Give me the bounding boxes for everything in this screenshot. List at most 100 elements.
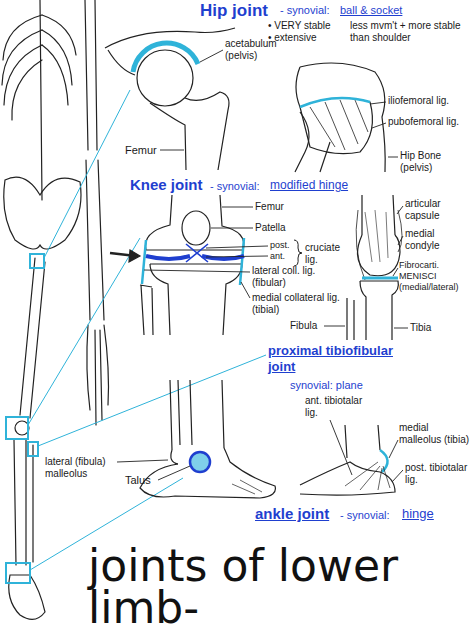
ankle-side-view (171, 450, 178, 464)
part-label: Tibia (410, 322, 431, 334)
hip-ligament-view (295, 112, 330, 172)
joint-type: - synovial: (340, 509, 390, 522)
leader-line (144, 270, 250, 272)
part-label: Hip Bone (pelvis) (400, 150, 465, 174)
part-label: cruciate lig. (305, 242, 355, 266)
leader-line (370, 102, 386, 104)
leader-line (160, 150, 184, 151)
joint-name: Hip joint (200, 1, 268, 21)
leader-line (392, 470, 403, 482)
joint-name: ankle joint (255, 505, 329, 523)
leader-line (206, 256, 268, 257)
leader-line (389, 440, 398, 458)
skeleton (2, 15, 42, 120)
joint-marker (30, 254, 44, 268)
skeleton (14, 440, 33, 565)
hip-front-view (137, 50, 193, 106)
joint-type: ball & socket (340, 4, 402, 17)
joint-type: - synovial: (280, 4, 330, 17)
leader-line (398, 236, 403, 245)
knee-front-view (150, 264, 242, 335)
guide-line (44, 90, 130, 258)
skeleton (42, 15, 76, 105)
leader-line (158, 466, 190, 480)
leader-line (117, 50, 408, 482)
knee-side-view (365, 210, 388, 262)
leader-line (206, 246, 268, 248)
part-label: ant. tibiotalar lig. (305, 395, 377, 419)
part-label: medial malleolus (tibia) (399, 422, 471, 446)
leader-line (200, 50, 223, 62)
bracket (294, 240, 302, 266)
joint-name: proximal tibiofibular joint (268, 343, 413, 374)
knee-front-view (186, 244, 208, 262)
knee-side-view (358, 235, 401, 276)
ankle-side-view (170, 380, 224, 450)
leader-line (388, 157, 398, 158)
knee-side-view (347, 298, 354, 340)
knee-side-view (362, 195, 395, 235)
ankle-medial-view (345, 425, 380, 458)
part-label: acetabulum (pelvis) (225, 38, 285, 62)
leader-line (330, 420, 352, 475)
knee-side-view (356, 210, 402, 280)
skeleton (20, 258, 45, 418)
guide-line (28, 90, 266, 570)
hip-ligament-view (300, 98, 372, 154)
knee-front-view (129, 250, 140, 262)
joint-marker (28, 442, 38, 456)
ankle-side-view (140, 448, 275, 498)
skeleton (87, 325, 109, 425)
skeleton (15, 421, 29, 435)
part-label: Fibrocarti. MENISCI (medial/lateral) (399, 260, 471, 292)
knee-side-view (360, 281, 398, 340)
knee-front-view (146, 195, 244, 250)
skeleton (4, 177, 81, 249)
knee-side-view (362, 277, 398, 280)
knee-front-view (140, 285, 153, 335)
knee-front-view (182, 211, 210, 245)
hip-front-view (105, 28, 235, 170)
leader-line (241, 282, 250, 298)
hip-ligament-view (296, 63, 385, 172)
part-label: ant. (270, 251, 285, 262)
joint-marker (6, 254, 44, 583)
hip-front-view (133, 43, 198, 72)
joint-marker (6, 417, 28, 439)
guide-line (38, 355, 266, 446)
part-label: medial condyle (405, 228, 470, 252)
part-label: lateral coll. lig. (fibular) (252, 265, 352, 289)
hip-ligament-view (300, 98, 370, 107)
part-label: Fibula (290, 320, 317, 332)
part-label: Femur (255, 201, 284, 213)
leader-line (394, 328, 408, 329)
title: joints of lower limb- (88, 545, 468, 629)
ankle-side-view (232, 480, 262, 494)
hip-ligament-view (295, 63, 385, 172)
note: less mvm't + more stable than shoulder (350, 20, 470, 44)
leader-line (397, 206, 403, 214)
leader-line (211, 228, 253, 229)
leader-line (117, 460, 168, 462)
leader-line (372, 123, 386, 128)
part-label: Patella (255, 222, 286, 234)
part-label: post. (270, 240, 290, 251)
ankle-medial-view (300, 425, 395, 495)
leader-line (222, 207, 253, 208)
knee-front-view (142, 238, 244, 285)
hip-front-view (150, 92, 229, 170)
hip-front-view (105, 28, 235, 75)
part-label: lateral (fibula) malleolus (45, 456, 115, 480)
joint-type: - synovial: (210, 180, 260, 193)
part-label: medial collateral lig. (tibial) (252, 292, 340, 316)
skeleton (9, 575, 45, 619)
ankle-medial-view (300, 462, 395, 495)
joint-marker (6, 563, 30, 583)
ankle-side-view (190, 452, 210, 472)
joint-type: synovial: plane (290, 379, 363, 392)
part-label: iliofemoral lig. (388, 95, 449, 107)
ankle-side-view (140, 380, 275, 498)
part-label: pubofemoral lig. (388, 116, 459, 128)
joint-type: hinge (402, 506, 434, 522)
